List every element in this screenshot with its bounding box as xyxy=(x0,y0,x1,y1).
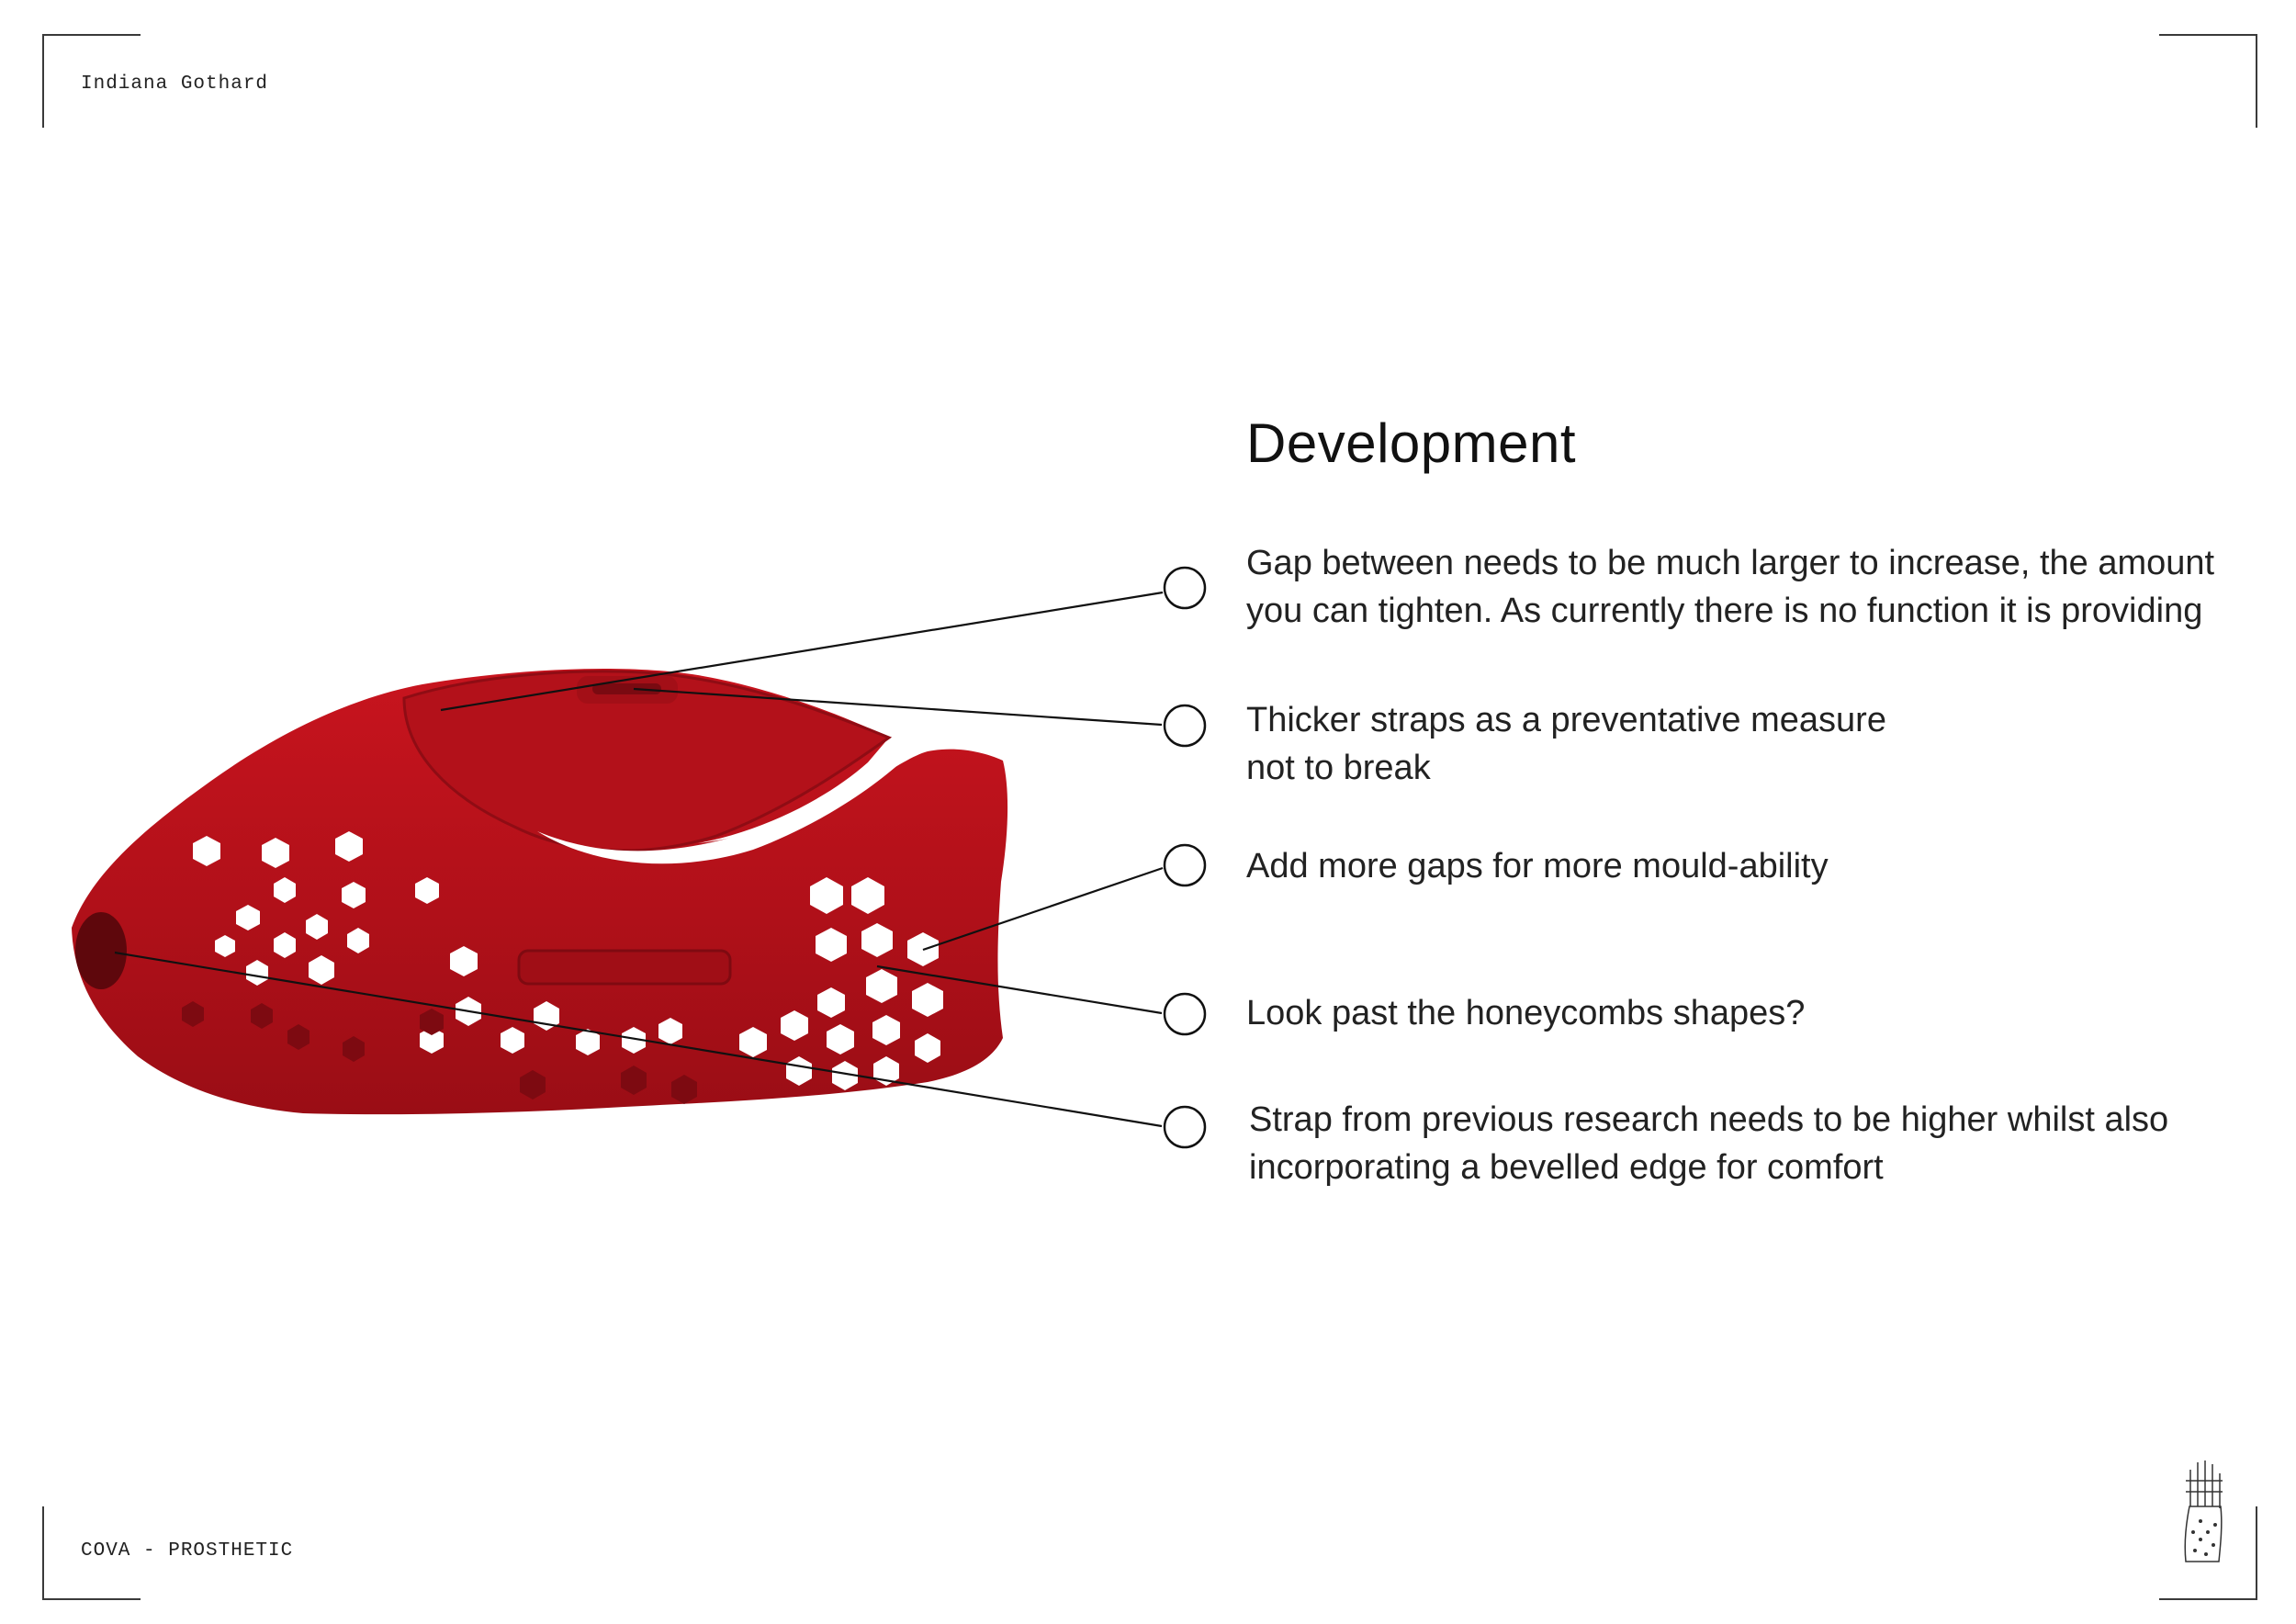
callout-marker-5 xyxy=(1163,1105,1207,1149)
note-honeycomb: Look past the honeycombs shapes? xyxy=(1246,989,2266,1037)
note-strap-height: Strap from previous research needs to be… xyxy=(1249,1096,2268,1191)
prosthetic-cast-image xyxy=(72,668,1008,1115)
note-line: Add more gaps for more mould-ability xyxy=(1246,847,1829,885)
note-thicker-straps: Thicker straps as a preventative measure… xyxy=(1246,696,2266,792)
note-line: you can tighten. As currently there is n… xyxy=(1246,592,2203,630)
note-more-gaps: Add more gaps for more mould-ability xyxy=(1246,842,2266,890)
author-name: Indiana Gothard xyxy=(81,73,269,95)
callout-marker-2 xyxy=(1163,704,1207,748)
note-gap-size: Gap between needs to be much larger to i… xyxy=(1246,539,2266,635)
callout-marker-3 xyxy=(1163,843,1207,887)
corner-bracket-bottom-left xyxy=(42,1506,141,1600)
callout-lines xyxy=(114,591,1164,1128)
note-line: Thicker straps as a preventative measure xyxy=(1246,701,1886,739)
note-line: Look past the honeycombs shapes? xyxy=(1246,994,1806,1032)
hand-sketch-icon xyxy=(2184,1460,2223,1562)
note-line: incorporating a bevelled edge for comfor… xyxy=(1249,1148,1884,1187)
corner-bracket-top-right xyxy=(2159,34,2257,128)
page-title: Development xyxy=(1246,412,1577,474)
corner-bracket-bottom-right xyxy=(2159,1506,2257,1600)
callout-marker-1 xyxy=(1163,566,1207,610)
callout-marker-4 xyxy=(1163,992,1207,1036)
corner-bracket-top-left xyxy=(42,34,141,128)
note-line: Strap from previous research needs to be… xyxy=(1249,1100,2169,1139)
project-label: COVA - PROSTHETIC xyxy=(81,1540,294,1562)
note-line: not to break xyxy=(1246,749,1431,787)
note-line: Gap between needs to be much larger to i… xyxy=(1246,544,2215,582)
